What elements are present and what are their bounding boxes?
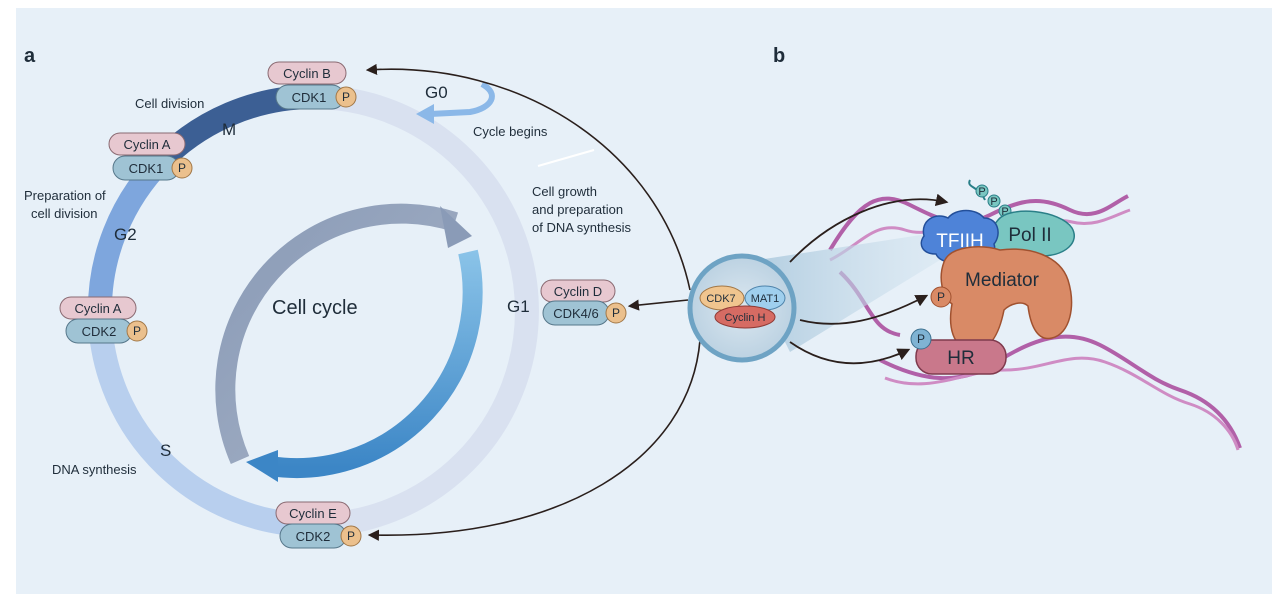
phospho-circle (126, 320, 148, 342)
arrow-to-hr (789, 341, 911, 365)
phospho-label: P (178, 161, 186, 175)
complex-cyclina-cdk1: Cyclin A CDK1 P (108, 132, 193, 181)
arrow-to-tfiih (789, 193, 949, 263)
phospho-label: P (342, 90, 350, 104)
g1-phase-arc (312, 85, 539, 537)
g0-loop-arrowhead (416, 104, 434, 124)
phospho-circle (930, 286, 952, 308)
inner-arrowhead-blue (246, 450, 278, 482)
phase-g2-label: G2 (114, 225, 137, 244)
phospho-circle (340, 525, 362, 547)
cyclin-b-pill (267, 61, 347, 85)
arrow-to-cdk1 (365, 63, 691, 291)
cdk1-label: CDK1 (129, 161, 164, 176)
cyclin-e-label: Cyclin E (289, 506, 337, 521)
complex-cyclind-cdk46: Cyclin D CDK4/6 P (540, 279, 627, 326)
cell-division-label: Cell division (135, 96, 204, 111)
hr-label: HR (947, 348, 974, 369)
cell-cycle-title: Cell cycle (272, 297, 358, 319)
phospho-circle (335, 86, 357, 108)
cyclin-h-label: Cyclin H (725, 312, 766, 324)
complex-cyclinE-cdk2: Cyclin E CDK2 P (275, 501, 362, 549)
cyclin-h-shape (714, 305, 776, 329)
cyclin-a-label: Cyclin A (75, 301, 122, 316)
inner-arrowhead-grey (440, 206, 472, 248)
dna-synthesis-label: DNA synthesis (52, 462, 137, 477)
growth-label-1: Cell growth (532, 184, 597, 199)
mediator-complex: Mediator P (930, 246, 1073, 351)
phospho-label: P (1001, 206, 1008, 218)
mediator-label: Mediator (965, 270, 1040, 291)
cdk2-label: CDK2 (82, 324, 117, 339)
inner-arrow-grey (215, 203, 459, 464)
growth-label-2: and preparation (532, 202, 623, 217)
phospho-label: P (990, 196, 997, 208)
s-phase-arc (88, 319, 314, 537)
hr-complex: HR P (910, 328, 1007, 375)
cdk7-label: CDK7 (706, 293, 735, 305)
phospho-circle (987, 194, 1001, 208)
dna-strand-upper-a (828, 194, 1129, 252)
cyclin-d-label: Cyclin D (554, 284, 602, 299)
phospho-label: P (612, 306, 620, 320)
phospho-label: P (937, 290, 945, 304)
phospho-label: P (978, 186, 985, 198)
growth-label-3: of DNA synthesis (532, 220, 631, 235)
arrow-to-mediator (799, 294, 929, 325)
panel-label-b: b (773, 45, 785, 67)
prep-label-1: Preparation of (24, 188, 106, 203)
mat1-label: MAT1 (751, 293, 780, 305)
cyclin-a-pill (108, 132, 186, 156)
phospho-label: P (917, 332, 925, 346)
phase-m-label: M (222, 120, 236, 139)
phospho-circle (605, 302, 627, 324)
cycle-begins-label: Cycle begins (473, 124, 548, 139)
cyclin-a-label: Cyclin A (124, 137, 171, 152)
dna-strand-lower-b (884, 356, 1240, 451)
phospho-circle (910, 328, 932, 350)
cdk1-label: CDK1 (292, 90, 327, 105)
complex-cyclinb-cdk1: Cyclin B CDK1 P (267, 61, 357, 110)
phospho-label: P (347, 529, 355, 543)
cdk46-label: CDK4/6 (553, 306, 599, 321)
complex-cyclina-cdk2: Cyclin A CDK2 P (59, 296, 148, 344)
arrow-to-cdk2 (367, 339, 701, 541)
phospho-label: P (133, 324, 141, 338)
phase-s-label: S (160, 441, 171, 460)
cyclin-b-label: Cyclin B (283, 66, 331, 81)
phospho-circle (171, 157, 193, 179)
phospho-circle (975, 184, 989, 198)
pol2-complex: P P P Pol II (968, 179, 1075, 257)
prep-label-2: cell division (31, 206, 97, 221)
arrow-to-cdk46 (627, 299, 689, 311)
inner-arrow-blue (268, 249, 483, 478)
divider-line (537, 149, 595, 167)
hr-shape (915, 339, 1007, 375)
panel-label-a: a (24, 45, 36, 67)
cdk2-label: CDK2 (296, 529, 331, 544)
phase-g1-label: G1 (507, 297, 530, 316)
mediator-shape (940, 246, 1073, 351)
pol2-label: Pol II (1008, 225, 1051, 246)
g0-loop-arrow (429, 81, 495, 117)
phase-g0-label: G0 (425, 83, 448, 102)
